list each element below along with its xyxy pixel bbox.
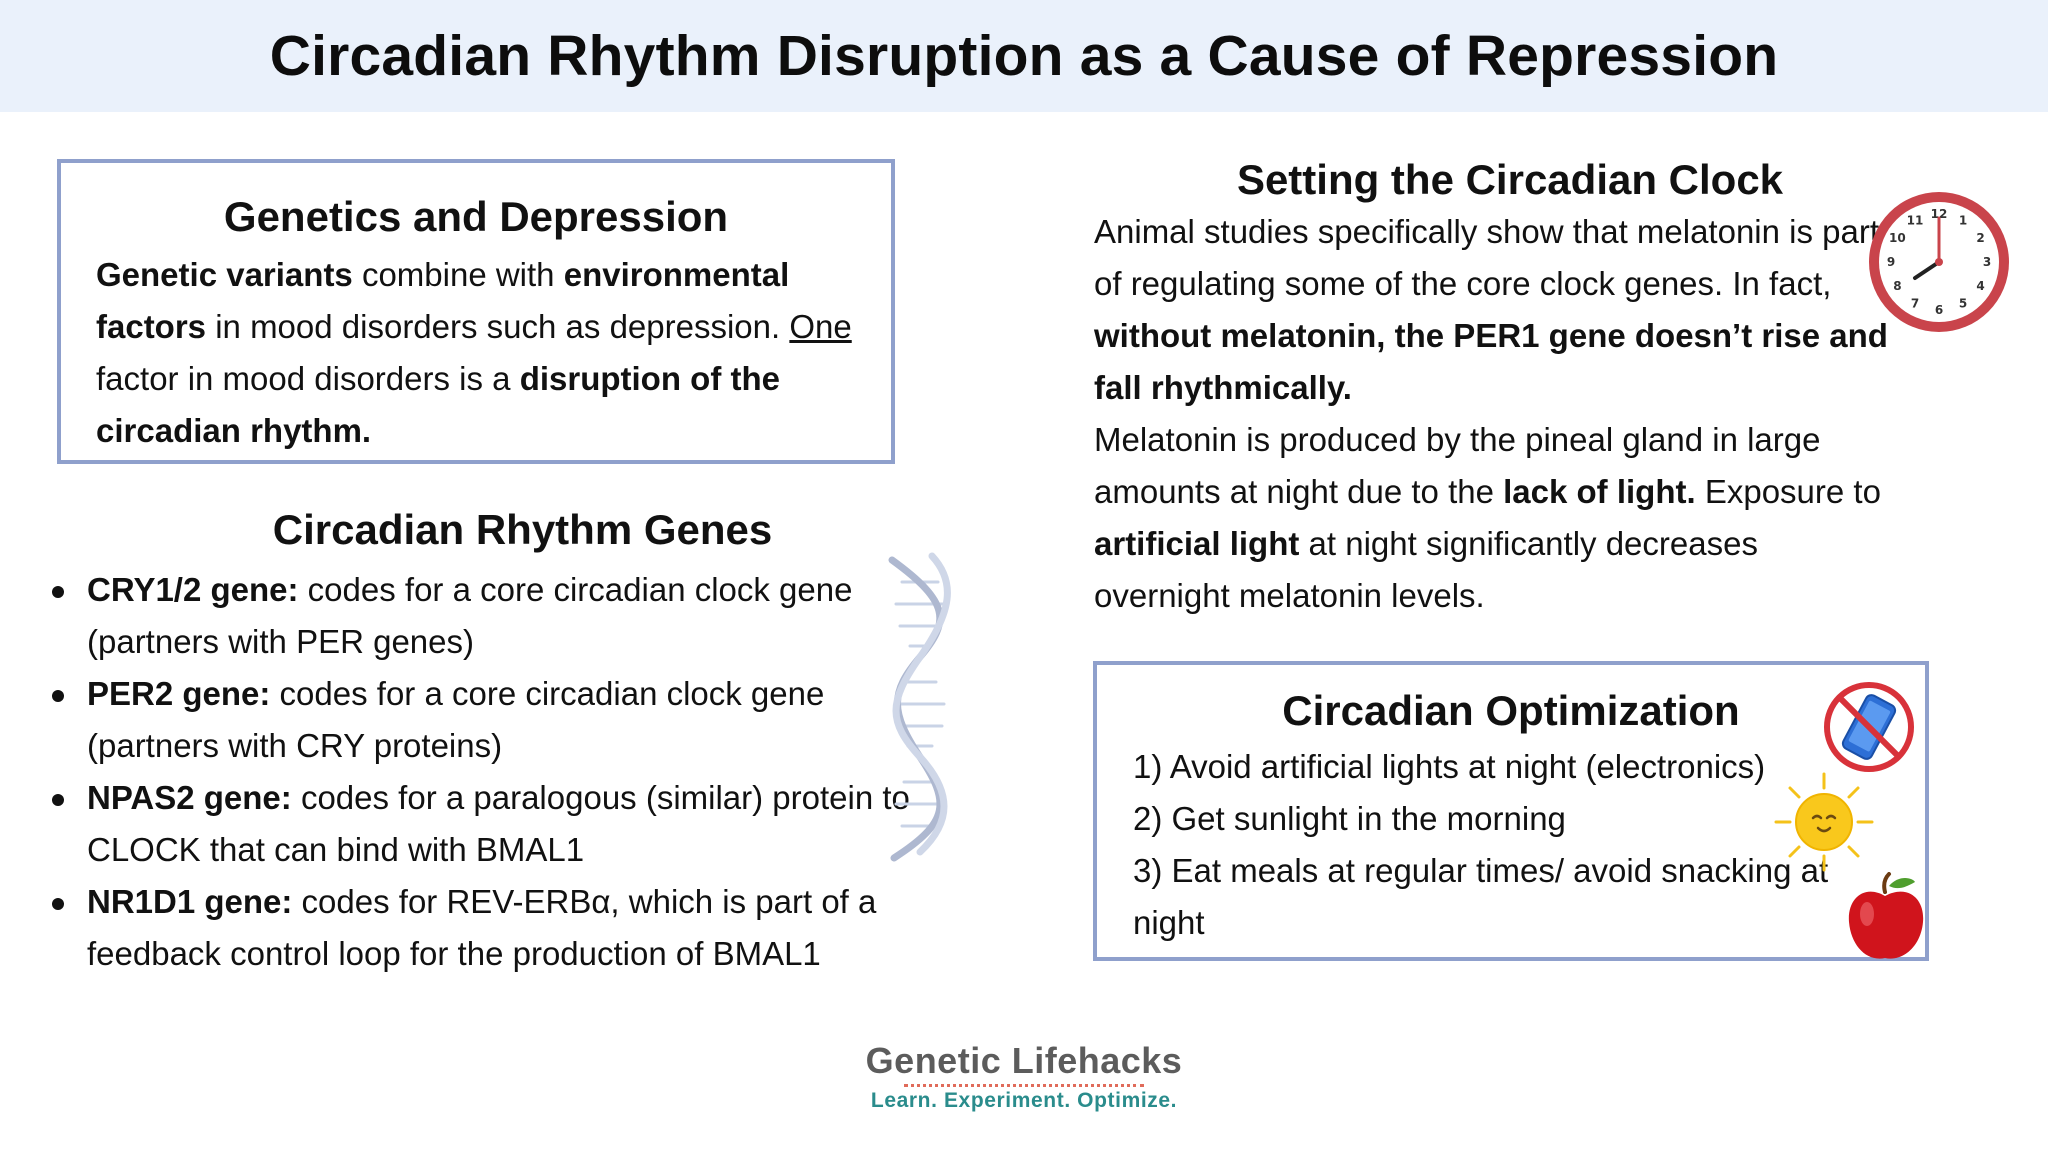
- clock-numeral: 9: [1887, 255, 1895, 269]
- clock-section-text: Animal studies specifically show that me…: [1094, 206, 1894, 622]
- gene-item-npas2: NPAS2 gene: codes for a paralogous (simi…: [50, 772, 910, 876]
- gene-name: CRY1/2 gene:: [87, 571, 299, 608]
- genes-section-title: Circadian Rhythm Genes: [180, 506, 865, 554]
- clock-numeral: 10: [1889, 231, 1906, 245]
- gene-item-cry: CRY1/2 gene: codes for a core circadian …: [50, 564, 910, 668]
- bold-text: without melatonin, the PER1 gene doesn’t…: [1094, 317, 1888, 406]
- optimization-item: 1) Avoid artificial lights at night (ele…: [1133, 741, 1863, 793]
- gene-item-nr1d1: NR1D1 gene: codes for REV-ERBα, which is…: [50, 876, 910, 980]
- sun-icon: [1772, 770, 1876, 874]
- bold-text: lack of light.: [1503, 473, 1696, 510]
- bold-text: Genetic variants: [96, 256, 353, 293]
- genetics-depression-title: Genetics and Depression: [61, 193, 891, 241]
- clock-section-title: Setting the Circadian Clock: [1150, 156, 1870, 204]
- optimization-item: 2) Get sunlight in the morning: [1133, 793, 1863, 845]
- header-banner: Circadian Rhythm Disruption as a Cause o…: [0, 0, 2048, 112]
- text-run: Animal studies specifically show that me…: [1094, 213, 1879, 302]
- dna-icon: [880, 552, 960, 864]
- optimization-item: 3) Eat meals at regular times/ avoid sna…: [1133, 845, 1863, 949]
- logo-name: Genetic Lifehacks: [760, 1040, 1288, 1082]
- clock-numeral: 3: [1983, 255, 1991, 269]
- text-run: in mood disorders such as depression.: [206, 308, 789, 345]
- clock-numeral: 4: [1976, 279, 1984, 293]
- optimization-title: Circadian Optimization: [1097, 687, 1925, 735]
- gene-name: NPAS2 gene:: [87, 779, 292, 816]
- optimization-list: 1) Avoid artificial lights at night (ele…: [1133, 741, 1863, 949]
- page-title: Circadian Rhythm Disruption as a Cause o…: [270, 23, 1779, 89]
- clock-numeral: 11: [1907, 213, 1924, 227]
- apple-icon: [1845, 872, 1927, 964]
- text-run: Exposure to: [1696, 473, 1881, 510]
- clock-numeral: 1: [1959, 213, 1967, 227]
- bold-text: artificial light: [1094, 525, 1299, 562]
- genetics-depression-box: Genetics and Depression Genetic variants…: [57, 159, 895, 464]
- clock-numeral: 5: [1959, 297, 1967, 311]
- clock-numeral: 8: [1893, 279, 1901, 293]
- gene-name: PER2 gene:: [87, 675, 270, 712]
- clock-numeral: 6: [1935, 303, 1943, 317]
- logo-dotted-divider: [904, 1084, 1144, 1087]
- underlined-text: One: [789, 308, 851, 345]
- text-run: factor in mood disorders is a: [96, 360, 520, 397]
- clock-icon: 121234567891011: [1865, 188, 2013, 336]
- brand-logo: Genetic Lifehacks Learn. Experiment. Opt…: [760, 1040, 1288, 1113]
- logo-tagline: Learn. Experiment. Optimize.: [760, 1089, 1288, 1113]
- gene-name: NR1D1 gene:: [87, 883, 292, 920]
- no-phone-icon: [1823, 681, 1915, 773]
- text-run: combine with: [353, 256, 564, 293]
- clock-numeral: 7: [1911, 297, 1919, 311]
- clock-numeral: 2: [1976, 231, 1984, 245]
- gene-item-per2: PER2 gene: codes for a core circadian cl…: [50, 668, 910, 772]
- genes-list: CRY1/2 gene: codes for a core circadian …: [50, 564, 910, 980]
- genetics-depression-text: Genetic variants combine with environmen…: [96, 249, 886, 457]
